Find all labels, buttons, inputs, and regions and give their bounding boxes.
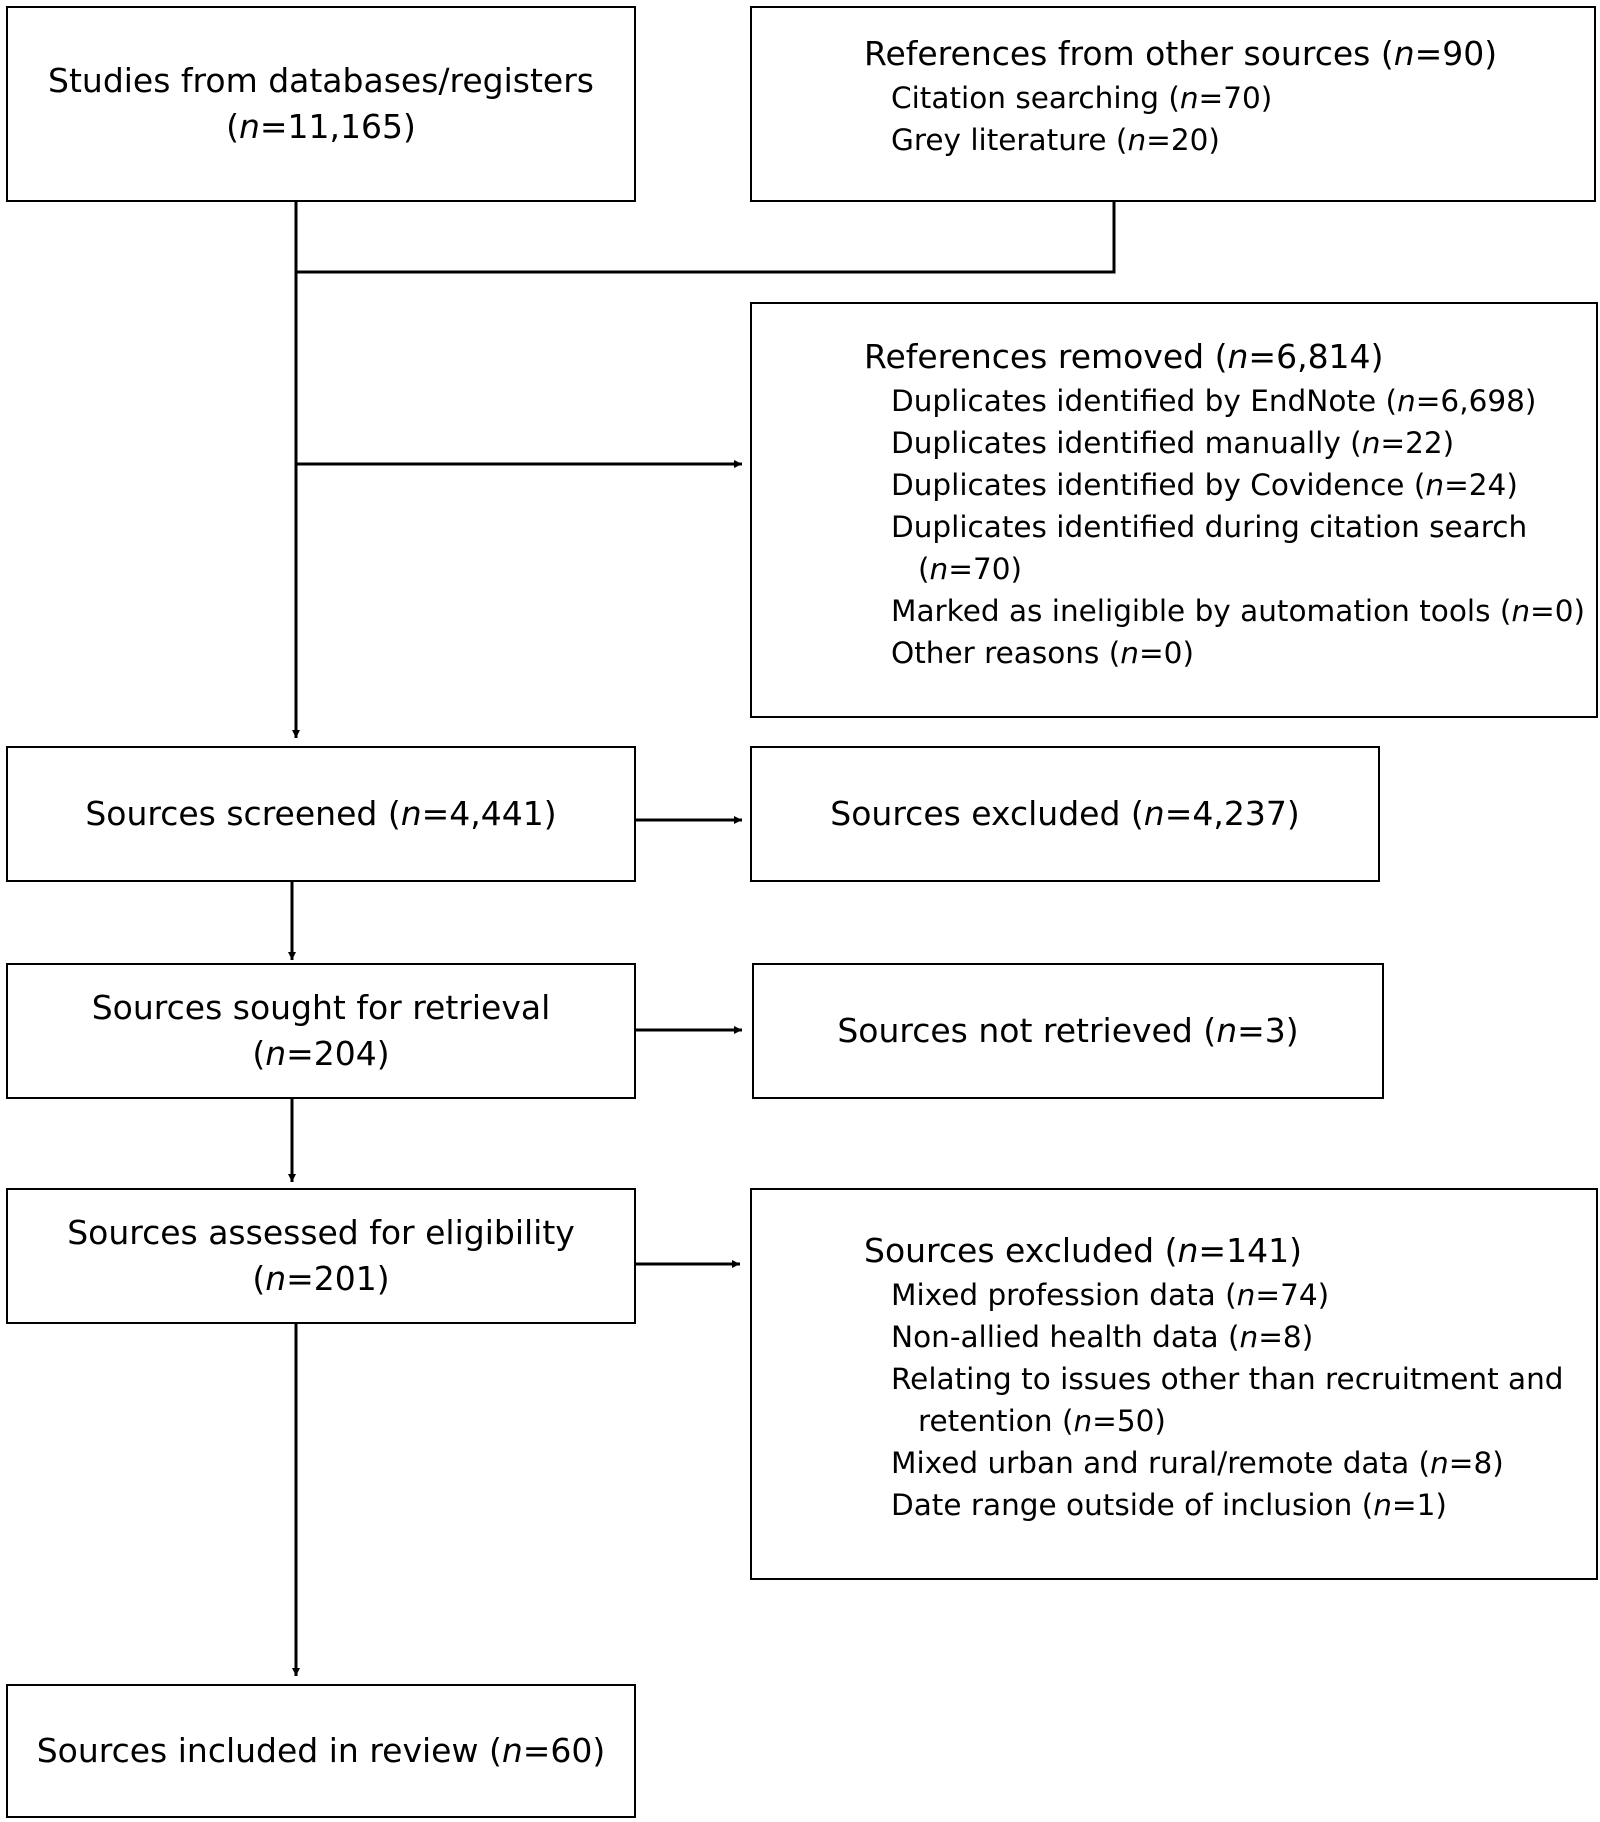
list-item: Duplicates identified by Covidence (n=24… <box>891 468 1518 502</box>
databases-label: Studies from databases/registers <box>48 61 594 100</box>
list-item: Grey literature (n=20) <box>891 123 1220 157</box>
databases-count: 11,165 <box>287 107 404 146</box>
box-other-sources: References from other sources (n=90) Cit… <box>750 6 1596 202</box>
list-item: Date range outside of inclusion (n=1) <box>891 1488 1447 1522</box>
list-item: Relating to issues other than recruitmen… <box>891 1362 1564 1438</box>
not-retrieved-label: Sources not retrieved (n=3) <box>837 1011 1299 1050</box>
list-item: Duplicates identified during citation se… <box>891 510 1528 586</box>
excluded-screen-label: Sources excluded (n=4,237) <box>830 794 1300 833</box>
list-item: Mixed profession data (n=74) <box>891 1278 1330 1312</box>
list-item: Non-allied health data (n=8) <box>891 1320 1314 1354</box>
list-item: Mixed urban and rural/remote data (n=8) <box>891 1446 1504 1480</box>
box-screened: Sources screened (n=4,441) <box>6 746 636 882</box>
sought-count: 204 <box>313 1034 377 1073</box>
list-item: Duplicates identified by EndNote (n=6,69… <box>891 384 1537 418</box>
box-references-removed: References removed (n=6,814) Duplicates … <box>750 302 1598 718</box>
box-databases: Studies from databases/registers (n=11,1… <box>6 6 636 202</box>
box-included: Sources included in review (n=60) <box>6 1684 636 1818</box>
list-item: Other reasons (n=0) <box>891 636 1194 670</box>
sought-label: Sources sought for retrieval <box>91 988 551 1027</box>
list-item: Marked as ineligible by automation tools… <box>891 594 1586 628</box>
list-item: Citation searching (n=70) <box>891 81 1273 115</box>
box-excluded-screen: Sources excluded (n=4,237) <box>750 746 1380 882</box>
other-sources-title: References from other sources (n=90) <box>864 34 1498 73</box>
list-item: Duplicates identified manually (n=22) <box>891 426 1455 460</box>
box-assessed: Sources assessed for eligibility (n=201) <box>6 1188 636 1324</box>
excluded-elig-title: Sources excluded (n=141) <box>864 1231 1302 1270</box>
box-not-retrieved: Sources not retrieved (n=3) <box>752 963 1384 1099</box>
included-label: Sources included in review (n=60) <box>36 1731 606 1770</box>
other-sources-merge-line <box>296 202 1116 274</box>
box-excluded-eligibility: Sources excluded (n=141) Mixed professio… <box>750 1188 1598 1580</box>
assessed-label: Sources assessed for eligibility <box>67 1213 575 1252</box>
removed-title: References removed (n=6,814) <box>864 337 1384 376</box>
screened-label: Sources screened (n=4,441) <box>85 794 557 833</box>
box-sought: Sources sought for retrieval (n=204) <box>6 963 636 1099</box>
assessed-count: 201 <box>313 1259 377 1298</box>
